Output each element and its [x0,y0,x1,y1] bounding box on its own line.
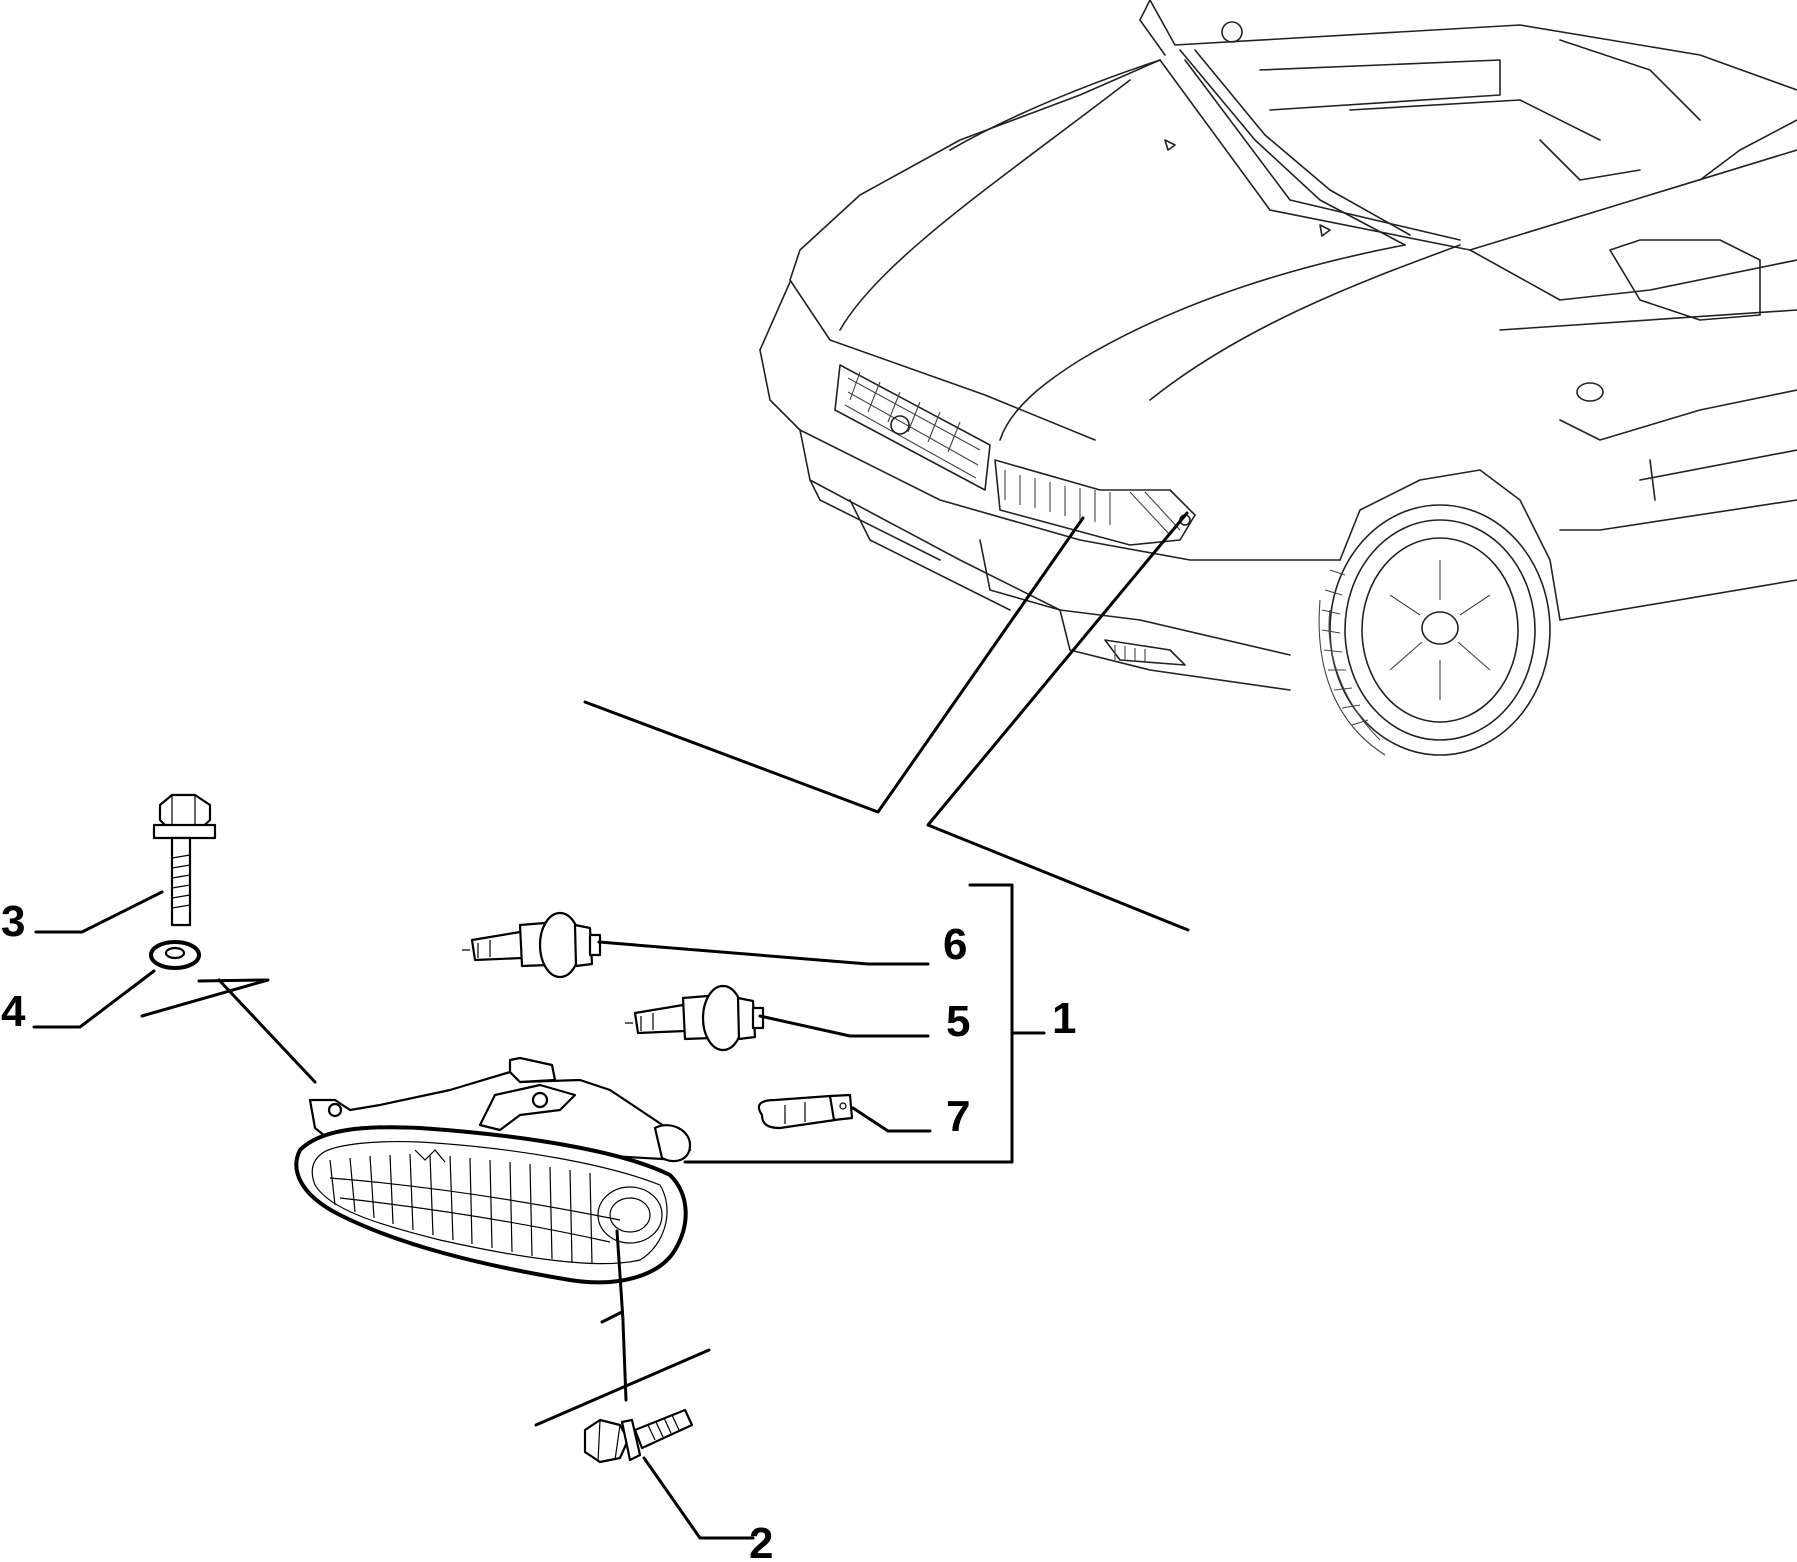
bulb-part-7 [757,1093,854,1130]
badge-icon [890,415,910,435]
car-headlamp [994,459,1196,546]
side-mirror [1609,239,1761,321]
callout-5: 5 [946,997,970,1046]
grille [834,364,991,491]
washer-part-4 [149,940,201,970]
callout-labels: 3 4 6 5 7 1 2 [1,897,1076,1562]
callout-7: 7 [946,1092,970,1141]
mirror-mount-icon [1221,21,1243,43]
callout-3: 3 [1,897,25,946]
zoom-leader-lines [583,511,1190,932]
callout-2: 2 [749,1519,773,1562]
callout-6: 6 [943,920,967,969]
callout-leaders [32,883,1046,1540]
assembly-leader-lines [140,978,711,1427]
bulb-part-5 [625,984,765,1052]
headlamp-assembly [294,1056,692,1285]
bulb-part-6 [462,911,602,979]
bolt-part-2 [583,1408,694,1464]
car-illustration [759,0,1797,756]
callout-1: 1 [1052,994,1076,1043]
bolt-part-3 [152,793,217,927]
front-wheel [1318,504,1551,756]
callout-4: 4 [1,987,26,1036]
